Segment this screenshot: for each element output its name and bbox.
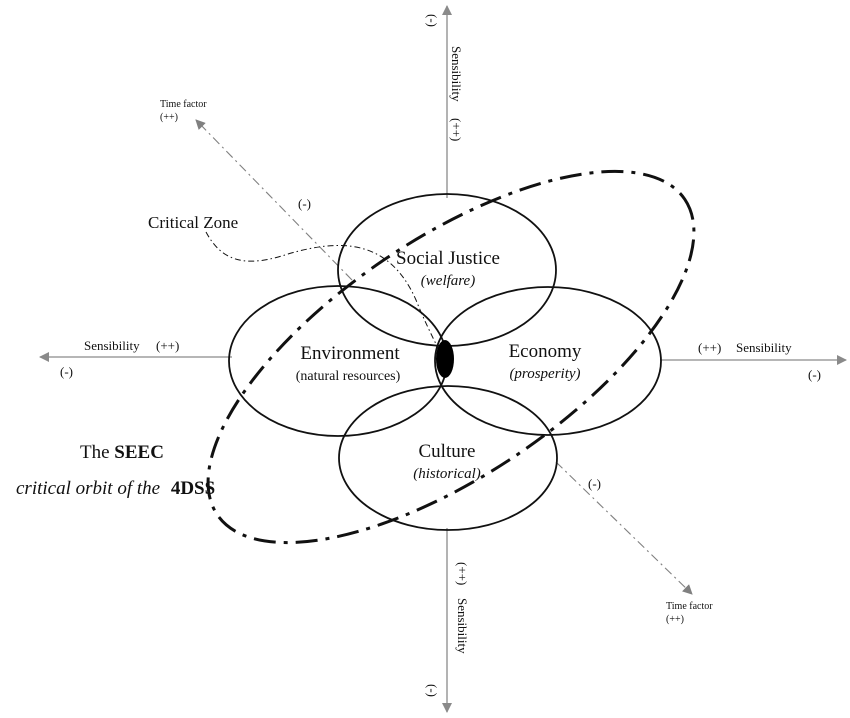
environment-title: Environment xyxy=(300,343,400,364)
axis-top-sign: (-) xyxy=(425,14,440,27)
critical-zone-core xyxy=(436,340,454,378)
orbit-caption-seec: SEEC xyxy=(114,442,164,463)
circle-culture xyxy=(338,385,558,531)
social-justice-title: Social Justice xyxy=(396,248,500,269)
culture-subtitle: (historical) xyxy=(413,466,481,482)
time-upper-left-sign: (-) xyxy=(298,196,311,211)
time-lower-right-label: Time factor xyxy=(666,601,713,612)
culture-title: Culture xyxy=(419,441,476,462)
axis-right-sign: (-) xyxy=(808,367,821,382)
social-justice-subtitle: (welfare) xyxy=(421,273,475,289)
time-axis-upper-left xyxy=(195,119,353,281)
axis-top-label: Sensibility xyxy=(449,46,464,102)
axis-left-label: Sensibility xyxy=(84,338,140,353)
seec-critical-orbit xyxy=(206,169,696,545)
time-upper-left-level: (++) xyxy=(160,112,178,123)
time-upper-left-label: Time factor xyxy=(160,99,207,110)
axis-top-level: (++) xyxy=(449,118,464,141)
critical-zone-label: Critical Zone xyxy=(148,213,238,232)
orbit-caption-line2: critical orbit of the 4DSS xyxy=(16,478,215,499)
orbit-caption-line1: The SEEC xyxy=(80,442,164,463)
time-lower-right-level: (++) xyxy=(666,614,684,625)
axis-bottom-level: (++) xyxy=(455,562,470,585)
environment-subtitle: (natural resources) xyxy=(296,369,401,384)
circle-economy xyxy=(434,286,662,436)
economy-subtitle: (prosperity) xyxy=(509,366,580,382)
axis-bottom-sign: (-) xyxy=(425,684,440,697)
axis-right-label: Sensibility xyxy=(736,340,792,355)
time-axis-lower-right xyxy=(555,461,693,595)
circle-social-justice xyxy=(337,193,557,347)
axis-left-level: (++) xyxy=(156,338,179,353)
axis-bottom-label: Sensibility xyxy=(455,598,470,654)
orbit-caption-italic: critical orbit of the xyxy=(16,478,165,499)
critical-zone-pointer xyxy=(205,231,439,349)
orbit-caption-prefix: The xyxy=(80,442,114,463)
time-lower-right-sign: (-) xyxy=(588,476,601,491)
orbit-caption-4dss: 4DSS xyxy=(171,478,215,499)
economy-title: Economy xyxy=(509,341,582,362)
axis-left-sign: (-) xyxy=(60,364,73,379)
axis-right-level: (++) xyxy=(698,340,721,355)
